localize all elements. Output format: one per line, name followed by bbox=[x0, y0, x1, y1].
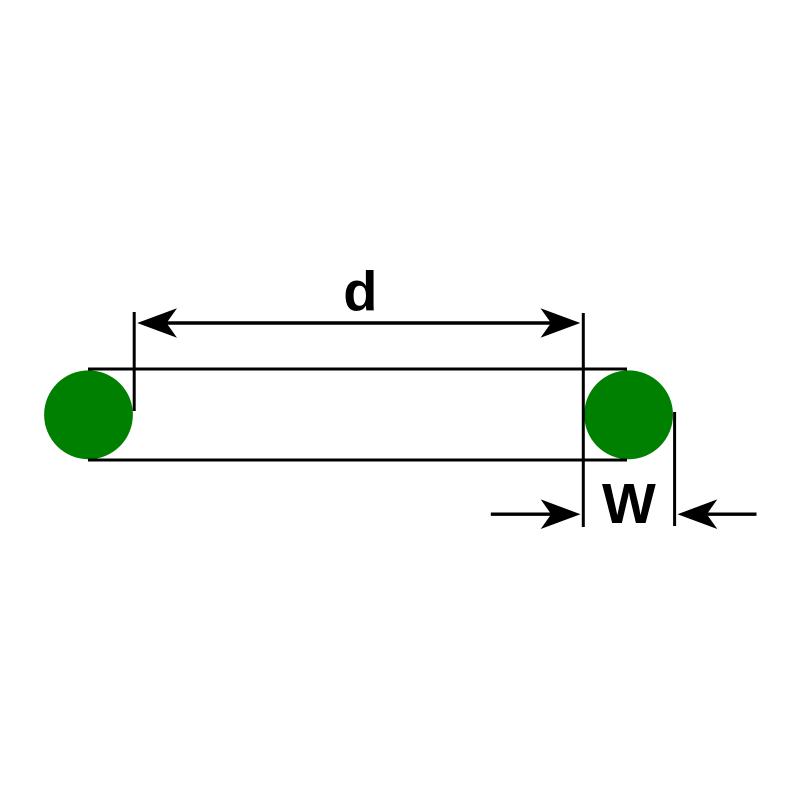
svg-text:W: W bbox=[602, 472, 656, 536]
svg-text:d: d bbox=[343, 259, 377, 322]
